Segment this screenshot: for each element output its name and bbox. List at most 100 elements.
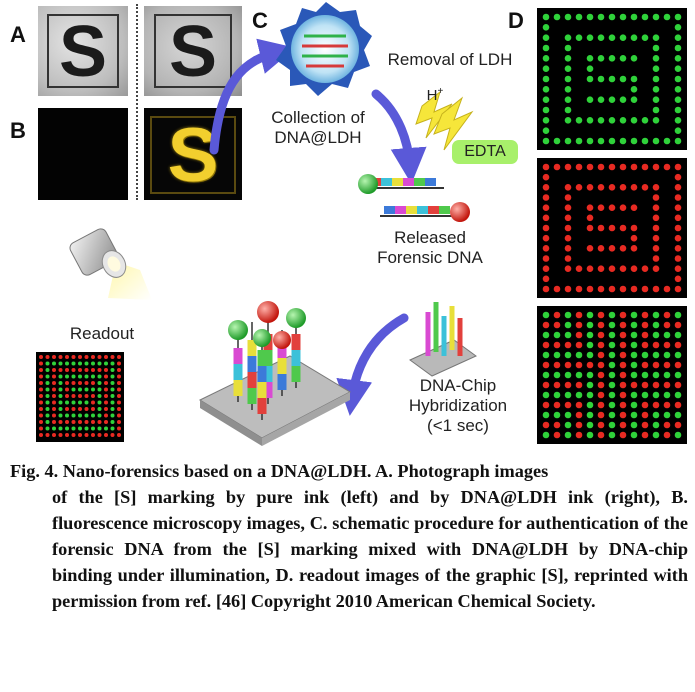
array-spot bbox=[652, 75, 660, 83]
array-spot bbox=[586, 75, 594, 83]
array-spot bbox=[575, 321, 583, 329]
readout-spot bbox=[45, 407, 50, 411]
figure: A B C D S S S bbox=[10, 2, 687, 446]
array-spot bbox=[619, 75, 627, 83]
readout-spot bbox=[110, 400, 115, 405]
array-spot bbox=[586, 117, 594, 124]
array-spot bbox=[586, 285, 594, 293]
array-spot bbox=[619, 311, 627, 319]
readout-spot bbox=[110, 355, 115, 359]
readout-spot bbox=[65, 426, 69, 431]
array-spot bbox=[674, 371, 682, 379]
readout-spot bbox=[110, 433, 115, 437]
array-spot bbox=[630, 34, 638, 41]
array-spot bbox=[597, 163, 605, 171]
array-spot bbox=[564, 361, 572, 369]
array-spot bbox=[630, 265, 638, 272]
array-spot bbox=[575, 34, 583, 41]
readout-spot bbox=[117, 387, 121, 392]
readout-spot bbox=[117, 381, 121, 385]
array-spot bbox=[564, 184, 572, 191]
readout-spot bbox=[117, 420, 121, 424]
readout-spot bbox=[104, 361, 108, 366]
array-spot bbox=[597, 411, 605, 419]
readout-spot bbox=[52, 426, 56, 431]
readout-spot bbox=[52, 374, 56, 379]
array-spot bbox=[641, 331, 649, 339]
array-red bbox=[537, 158, 687, 298]
array-spot bbox=[674, 275, 682, 283]
readout-spot bbox=[52, 387, 56, 392]
array-spot bbox=[663, 285, 671, 293]
readout-spot bbox=[84, 433, 89, 437]
array-spot bbox=[630, 421, 638, 429]
readout-spot bbox=[104, 426, 108, 431]
array-spot bbox=[542, 245, 550, 252]
array-spot bbox=[619, 321, 627, 329]
label-readout: Readout bbox=[69, 324, 135, 343]
array-spot bbox=[575, 13, 583, 21]
array-spot bbox=[597, 117, 605, 124]
label-proton-symbol: H bbox=[426, 87, 438, 104]
readout-spot bbox=[58, 381, 63, 385]
array-spot bbox=[586, 321, 594, 329]
array-spot bbox=[542, 214, 550, 222]
readout-spot bbox=[84, 407, 89, 411]
readout-spot bbox=[39, 407, 43, 411]
array-spot bbox=[586, 55, 594, 62]
array-spot bbox=[630, 117, 638, 124]
readout-spot bbox=[52, 355, 56, 359]
array-spot bbox=[641, 431, 649, 439]
array-spot bbox=[652, 311, 660, 319]
array-spot bbox=[542, 331, 550, 339]
array-spot bbox=[575, 311, 583, 319]
readout-spot bbox=[84, 426, 89, 431]
readout-spot bbox=[84, 368, 89, 372]
array-spot bbox=[597, 184, 605, 191]
readout-spot bbox=[39, 433, 43, 437]
readout-spot bbox=[78, 381, 82, 385]
array-spot bbox=[652, 421, 660, 429]
array-spot bbox=[542, 431, 550, 439]
caption-body: of the [S] marking by pure ink (left) an… bbox=[52, 487, 688, 611]
array-spot bbox=[542, 55, 550, 62]
array-spot bbox=[553, 311, 561, 319]
arrow-collection bbox=[209, 38, 296, 155]
readout-spot bbox=[71, 355, 76, 359]
array-merged bbox=[537, 306, 687, 444]
array-spot bbox=[608, 321, 616, 329]
small-dna-chip bbox=[409, 302, 477, 377]
readout-spot bbox=[52, 368, 56, 372]
readout-spot bbox=[78, 407, 82, 411]
readout-spot bbox=[71, 433, 76, 437]
array-spot bbox=[575, 331, 583, 339]
readout-spot bbox=[65, 361, 69, 366]
array-spot bbox=[586, 13, 594, 21]
s-marking-dna-ldh: S bbox=[168, 12, 218, 92]
array-spot bbox=[597, 401, 605, 409]
array-spot bbox=[542, 321, 550, 329]
array-spot bbox=[652, 391, 660, 399]
schematic-graphics bbox=[36, 2, 518, 446]
array-spot bbox=[663, 361, 671, 369]
array-spot bbox=[597, 391, 605, 399]
readout-spot bbox=[117, 433, 121, 437]
readout-spot bbox=[52, 394, 56, 398]
readout-spot bbox=[65, 413, 69, 418]
array-spot bbox=[542, 44, 550, 52]
released-dna-green bbox=[358, 174, 444, 194]
readout-spot bbox=[110, 426, 115, 431]
array-spot bbox=[674, 421, 682, 429]
array-spot bbox=[641, 381, 649, 389]
array-spot bbox=[564, 75, 572, 83]
array-spot bbox=[553, 381, 561, 389]
array-spot bbox=[597, 361, 605, 369]
array-spot bbox=[652, 245, 660, 252]
array-spot bbox=[630, 96, 638, 103]
photo-dna-ldh-ink: S bbox=[144, 6, 242, 96]
array-spot bbox=[564, 245, 572, 252]
readout-spot bbox=[52, 407, 56, 411]
array-spot bbox=[619, 431, 627, 439]
array-spot bbox=[619, 184, 627, 191]
array-spot bbox=[674, 127, 682, 134]
